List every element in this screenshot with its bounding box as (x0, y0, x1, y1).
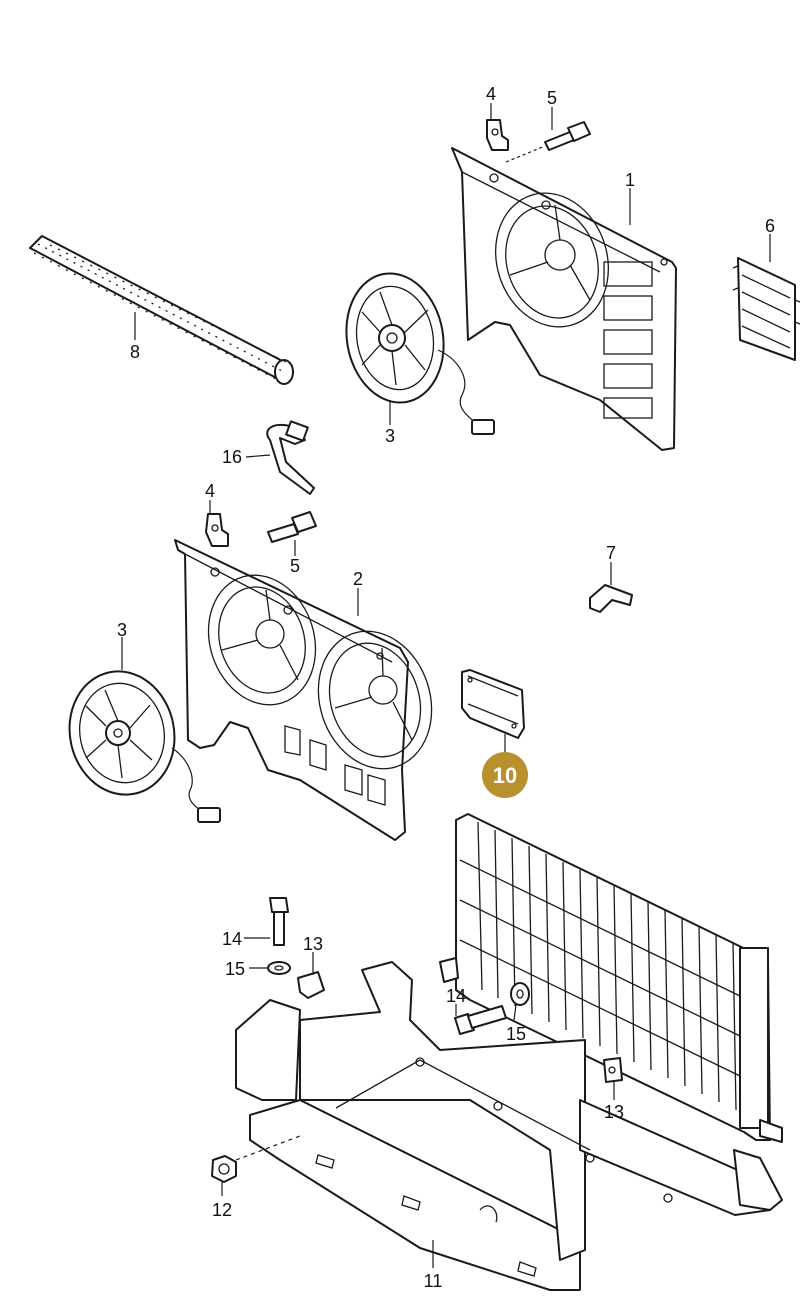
label-16: 16 (222, 447, 242, 467)
part-15-washer-right (510, 982, 530, 1006)
part-13-clip-left (297, 971, 325, 999)
highlight-callout-10[interactable]: 10 (482, 752, 528, 798)
part-14-bolt-left (269, 897, 289, 946)
label-7: 7 (606, 543, 616, 563)
part-4-bracket-top (486, 119, 509, 151)
label-5-top: 5 (547, 88, 557, 108)
part-6-louvre (732, 257, 800, 361)
part-2-twin-fan-shroud (174, 539, 433, 841)
label-5-middle: 5 (290, 556, 300, 576)
label-14-left: 14 (222, 929, 242, 949)
part-16-cable-tie (266, 420, 315, 495)
highlight-circle[interactable] (482, 752, 528, 798)
part-5-bolt-middle (267, 511, 317, 543)
label-3-lower: 3 (117, 620, 127, 640)
label-4-middle: 4 (205, 481, 215, 501)
radiator (439, 813, 783, 1143)
part-5-bolt-top (505, 121, 591, 163)
part-3-fan-upper (345, 272, 495, 435)
label-14-right: 14 (446, 986, 466, 1006)
label-10: 10 (493, 763, 517, 788)
label-13-left: 13 (303, 934, 323, 954)
label-15-right: 15 (506, 1024, 526, 1044)
label-13-right: 13 (604, 1102, 624, 1122)
label-2: 2 (353, 569, 363, 589)
label-1: 1 (625, 170, 635, 190)
part-4-bracket-middle (205, 513, 229, 547)
label-4-top: 4 (486, 84, 496, 104)
label-3-upper: 3 (385, 426, 395, 446)
part-10-control-module (461, 669, 525, 752)
part-12-nut (211, 1135, 301, 1183)
part-13-clip-right (603, 1057, 623, 1083)
part-3-fan-lower (68, 670, 221, 823)
label-6: 6 (765, 216, 775, 236)
label-8: 8 (130, 342, 140, 362)
part-labels: 4 5 1 6 8 3 16 4 5 2 7 3 14 15 13 14 15 … (117, 84, 775, 1291)
part-11-air-guide (235, 961, 783, 1291)
part-1-fan-shroud (451, 147, 677, 451)
part-14-bolt-right (454, 1005, 507, 1035)
part-8-seal-strip (29, 235, 294, 385)
label-12: 12 (212, 1200, 232, 1220)
label-15-left: 15 (225, 959, 245, 979)
part-15-washer-left (267, 961, 291, 975)
leader-lines (121, 103, 771, 1268)
part-7-clip (589, 584, 633, 613)
label-11: 11 (424, 1271, 443, 1291)
